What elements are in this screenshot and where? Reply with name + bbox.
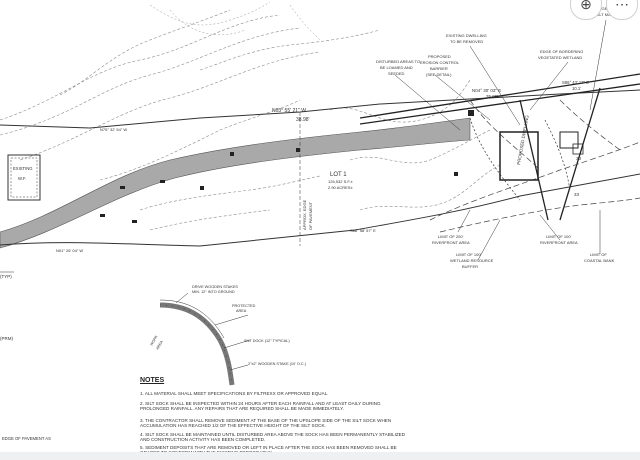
contour-lines: [0, 9, 501, 231]
existing-dwelling-box: [559, 131, 579, 149]
road-label-2: OF PAVEMENT: [308, 201, 313, 230]
detail-protected-1: PROTECTED: [232, 304, 256, 308]
callout-erosion-1: PROPOSED: [428, 54, 451, 59]
bearing-ne: N04° 30' 03" E: [472, 88, 501, 93]
callout-bordering-2: VEGETATED WETLAND: [538, 55, 582, 60]
callout-bordering-1: EDGE OF BORDERING: [540, 49, 583, 54]
top-contours: [149, 1, 321, 41]
callout-limit-100-river-2: RIVERFRONT AREA: [540, 240, 578, 245]
leader-lines: [394, 19, 607, 261]
detail-wooden-stake: 2"x2" WOODEN STAKE (10' O.C.): [248, 362, 307, 366]
bottom-left-bearing: N01° 26' 04" W: [56, 248, 83, 253]
callout-limit-100-wetland-2: WETLAND RESOURCE: [450, 258, 494, 263]
callout-limit-100-wetland-1: LIMIT OF 100': [456, 252, 482, 257]
callout-disturbed-2: BE LOAMED AND: [380, 65, 413, 70]
bottom-bearing: S88° 58' 57" E: [350, 228, 376, 233]
proposed-dwelling-box: [499, 131, 539, 181]
existing-wf-box: [7, 154, 41, 201]
callout-salt-marsh-2: SALT MARSH: [594, 12, 619, 17]
callout-limit-100-river-1: LIMIT OF 100': [546, 234, 572, 239]
road-label-1: APPROX. EDGE: [302, 199, 307, 230]
detail-work-area-2: AREA: [155, 340, 164, 351]
bottom-left-note: EDGE OF PAVEMENT AS: [2, 436, 51, 441]
detail-silt-dock: SILT DOCK (12" TYPICAL): [244, 339, 290, 343]
silt-sock-detail: [159, 292, 251, 386]
callout-coastal-1: LIMIT OF: [590, 252, 607, 257]
callout-existing-dwelling-2: TO BE REMOVED: [450, 39, 483, 44]
bearing-far: S86° 43' 17" E: [562, 80, 589, 85]
note-item-3: 3. THE CONTRACTOR SHALL REMOVE SEDIMENT …: [140, 418, 392, 429]
proposed-driveway: [0, 117, 471, 249]
callout-limit-100-wetland-3: BUFFER: [462, 264, 478, 269]
zoom-icon: ⊕: [580, 0, 592, 12]
existing-wf-label-2: W.F.: [18, 176, 26, 181]
left-bearing: N75° 32' 54" W: [100, 127, 127, 132]
callout-disturbed-3: SEEDED: [388, 71, 405, 76]
bottom-strip: [0, 452, 640, 460]
note-item-1: 1. ALL MATERIAL SHALL MEET SPECIFICATION…: [140, 391, 329, 396]
lot-area-sf: 126,532 S.F.±: [328, 179, 353, 184]
detail-work-area-1: WORK: [149, 334, 158, 346]
callout-limit-200-2: RIVERFRONT AREA: [432, 240, 470, 245]
left-edge-label-2: (PRM): [0, 336, 13, 341]
right-mark-1: 33: [576, 156, 582, 161]
detail-stakes-2: MIN. 12" INTO GROUND: [192, 290, 235, 294]
bearing-top: N03° 55' 21" W: [272, 108, 306, 114]
notes-title: NOTES: [140, 377, 165, 384]
callout-erosion-4: (SEE DETAIL): [426, 72, 452, 77]
bearing-top-distance: 38.98': [296, 117, 310, 123]
callout-erosion-3: BARRIER: [430, 66, 448, 71]
callout-erosion-2: EROSION CONTROL: [420, 60, 460, 65]
right-mark-2: 33: [574, 192, 580, 197]
existing-wf-label-1: EXISTING: [13, 166, 33, 171]
bearing-far-distance: 10.1': [572, 86, 581, 91]
callout-limit-200-1: LIMIT OF 200': [438, 234, 464, 239]
lot-boundary: [0, 89, 640, 247]
note-item-4: 4. SILT SOCK SHALL BE MAINTAINED UNTIL D…: [140, 432, 406, 443]
detail-stakes-1: DRIVE WOODEN STAKES: [192, 285, 238, 289]
detail-protected-2: AREA: [236, 309, 247, 313]
left-edge-label-1: (TYP): [0, 274, 12, 279]
callout-disturbed-1: DISTURBED AREAS TO: [376, 59, 420, 64]
erosion-barrier: [469, 117, 571, 201]
callout-existing-dwelling-1: EXISTING DWELLING: [446, 33, 487, 38]
tree-markers: [100, 110, 474, 223]
callout-salt-marsh-1: EDGE OF: [596, 6, 615, 11]
callout-coastal-2: COASTAL BANK: [584, 258, 615, 263]
note-item-2: 2. SILT SOCK SHALL BE INSPECTED WITHIN 2…: [140, 401, 381, 412]
more-icon: ⋯: [615, 0, 629, 12]
lot-area-acres: 2.90 ACRES±: [328, 185, 353, 190]
bearing-ne-distance: 35.95': [486, 94, 498, 99]
lot-label: LOT 1: [330, 172, 347, 178]
